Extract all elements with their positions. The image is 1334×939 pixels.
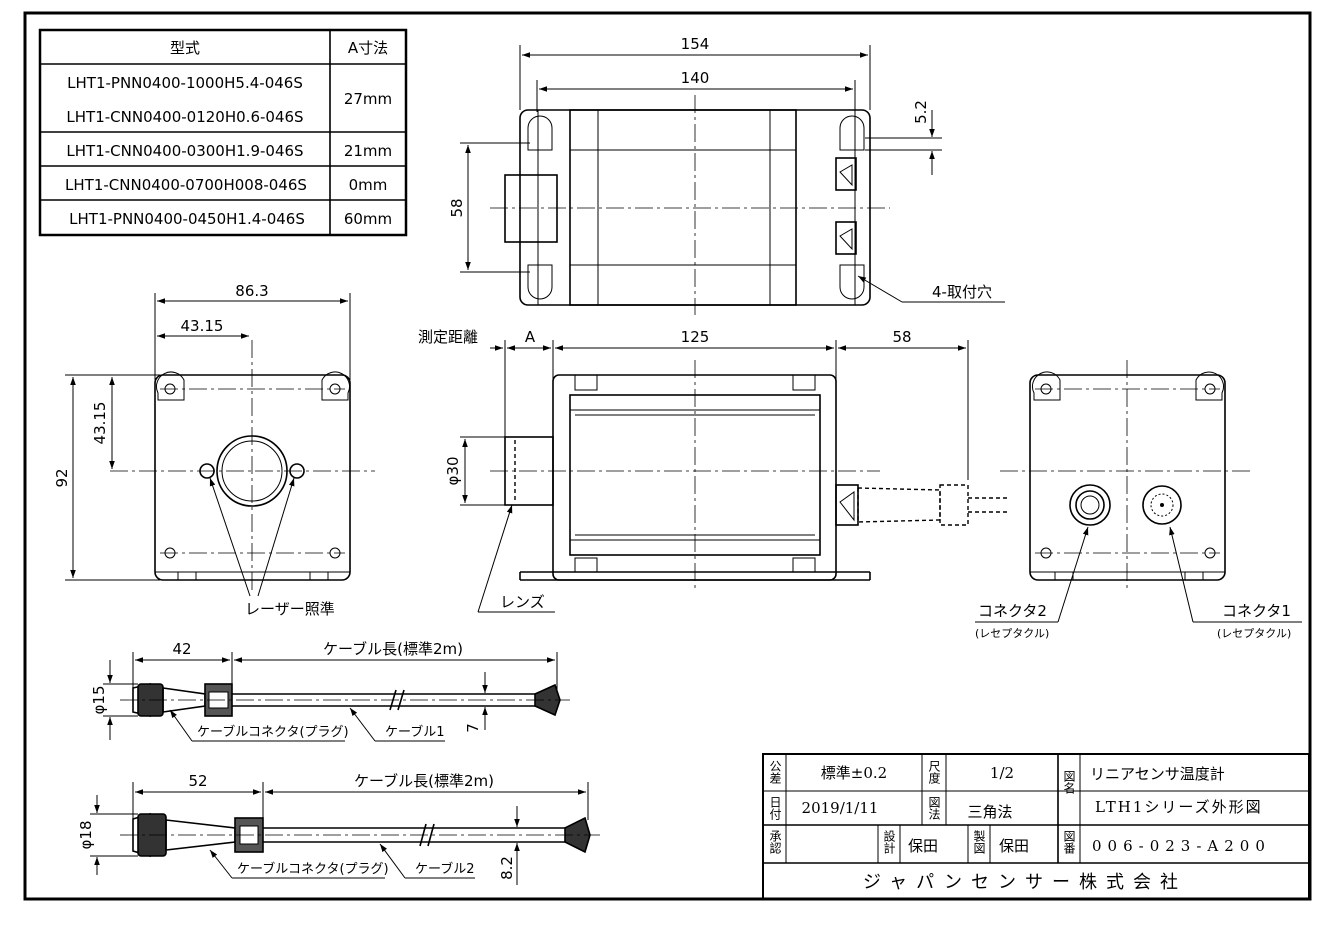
label-cable1-plug: ケーブルコネクタ(プラグ) [197, 724, 349, 740]
dim-cable2-length: ケーブル長(標準2m) [354, 772, 494, 790]
title-block: 公差 標準±0.2 尺度 1/2 図名 リニアセンサ温度計 LTH1シリーズ外形… [762, 753, 1310, 900]
tb-drafter: 保田 [999, 837, 1029, 855]
spec-row-dim: 0mm [349, 176, 388, 194]
dim-cable2-connector: 52 [188, 772, 207, 790]
spec-row-model: LHT1-PNN0400-0450H1.4-046S [69, 210, 305, 228]
tb-approve-label: 承認 [768, 830, 782, 854]
tb-tolerance-label: 公差 [768, 760, 782, 784]
dim-cable1-connector: 42 [172, 640, 191, 658]
dim-front-height: 92 [53, 468, 71, 487]
label-connector-2-sub: (レセプタクル) [975, 627, 1049, 640]
tb-date: 2019/1/11 [802, 799, 879, 817]
spec-row-model: LHT1-CNN0400-0120H0.6-046S [66, 108, 303, 126]
drawing-border [23, 11, 1312, 901]
label-connector-2: コネクタ2 [978, 602, 1047, 620]
tb-drawing-label: 図名 [1062, 770, 1076, 794]
dim-cable1-wire: 7 [464, 723, 482, 733]
dim-top-slot: 5.2 [912, 100, 930, 124]
spec-header-dim: A寸法 [348, 39, 388, 57]
tb-name-line2: LTH1シリーズ外形図 [1095, 798, 1263, 816]
label-cable1: ケーブル1 [385, 724, 445, 740]
cable-2-view: 52 ケーブル長(標準2m) φ18 8.2 ケーブルコネクタ(プラグ) ケーブ… [77, 772, 600, 885]
tb-number-label: 図番 [1062, 830, 1076, 855]
tb-number: 006-023-A200 [1092, 837, 1271, 855]
dim-side-a: A [525, 328, 536, 346]
cable-1-view: 42 ケーブル長(標準2m) φ15 7 ケーブルコネクタ(プラグ) ケーブル [90, 640, 570, 742]
tb-designer: 保田 [908, 837, 938, 855]
tb-name-line1: リニアセンサ温度計 [1090, 765, 1225, 783]
dim-lens-diameter: φ30 [444, 457, 462, 486]
dim-top-overall: 154 [681, 35, 710, 53]
spec-table: 型式 A寸法 LHT1-PNN0400-1000H5.4-046S LHT1-C… [38, 28, 408, 237]
front-view: 86.3 43.15 92 43.15 レーザー照準 [53, 282, 375, 618]
tb-design-label: 設計 [882, 829, 896, 854]
dim-top-height: 58 [448, 198, 466, 217]
dim-cable1-diameter: φ15 [90, 686, 108, 715]
tb-draft-label: 製図 [972, 830, 986, 854]
tb-method-label: 図法 [927, 796, 941, 820]
dim-front-half-width: 43.15 [181, 317, 224, 335]
label-measure-distance: 測定距離 [418, 328, 478, 346]
dim-cable2-wire: 8.2 [498, 856, 516, 880]
label-connector-1-sub: (レセプタクル) [1217, 627, 1291, 640]
spec-row-dim: 27mm [344, 90, 392, 108]
label-laser-aiming: レーザー照準 [245, 600, 335, 618]
spec-header-model: 型式 [170, 39, 200, 57]
dim-front-width: 86.3 [235, 282, 268, 300]
spec-row-dim: 60mm [344, 210, 392, 228]
dim-cable2-diameter: φ18 [77, 821, 95, 850]
tb-date-label: 日付 [768, 796, 782, 821]
label-mounting-holes: 4-取付穴 [932, 283, 992, 301]
tb-method: 三角法 [967, 803, 1012, 821]
dim-cable1-length: ケーブル長(標準2m) [323, 640, 463, 658]
tb-scale-label: 尺度 [927, 760, 941, 784]
label-connector-1: コネクタ1 [1222, 602, 1291, 620]
tb-company: ジャパンセンサー株式会社 [863, 872, 1187, 893]
label-lens: レンズ [500, 593, 545, 611]
dim-front-half-height: 43.15 [91, 402, 109, 445]
side-view: 測定距離 A 125 58 [418, 328, 1008, 613]
dim-side-body: 125 [681, 328, 710, 346]
spec-row-model: LHT1-CNN0400-0300H1.9-046S [66, 142, 303, 160]
tb-tolerance: 標準±0.2 [821, 764, 887, 782]
spec-row-model: LHT1-CNN0400-0700H008-046S [65, 176, 307, 194]
label-cable2: ケーブル2 [415, 861, 475, 877]
dim-side-cable: 58 [892, 328, 911, 346]
top-view: 154 140 58 [448, 35, 1005, 315]
rear-view: コネクタ2 (レセプタクル) コネクタ1 (レセプタクル) [975, 360, 1302, 640]
label-cable2-plug: ケーブルコネクタ(プラグ) [237, 861, 389, 877]
spec-row-dim: 21mm [344, 142, 392, 160]
spec-row-model: LHT1-PNN0400-1000H5.4-046S [67, 74, 303, 92]
dim-top-inner: 140 [681, 69, 710, 87]
tb-scale: 1/2 [990, 764, 1014, 782]
